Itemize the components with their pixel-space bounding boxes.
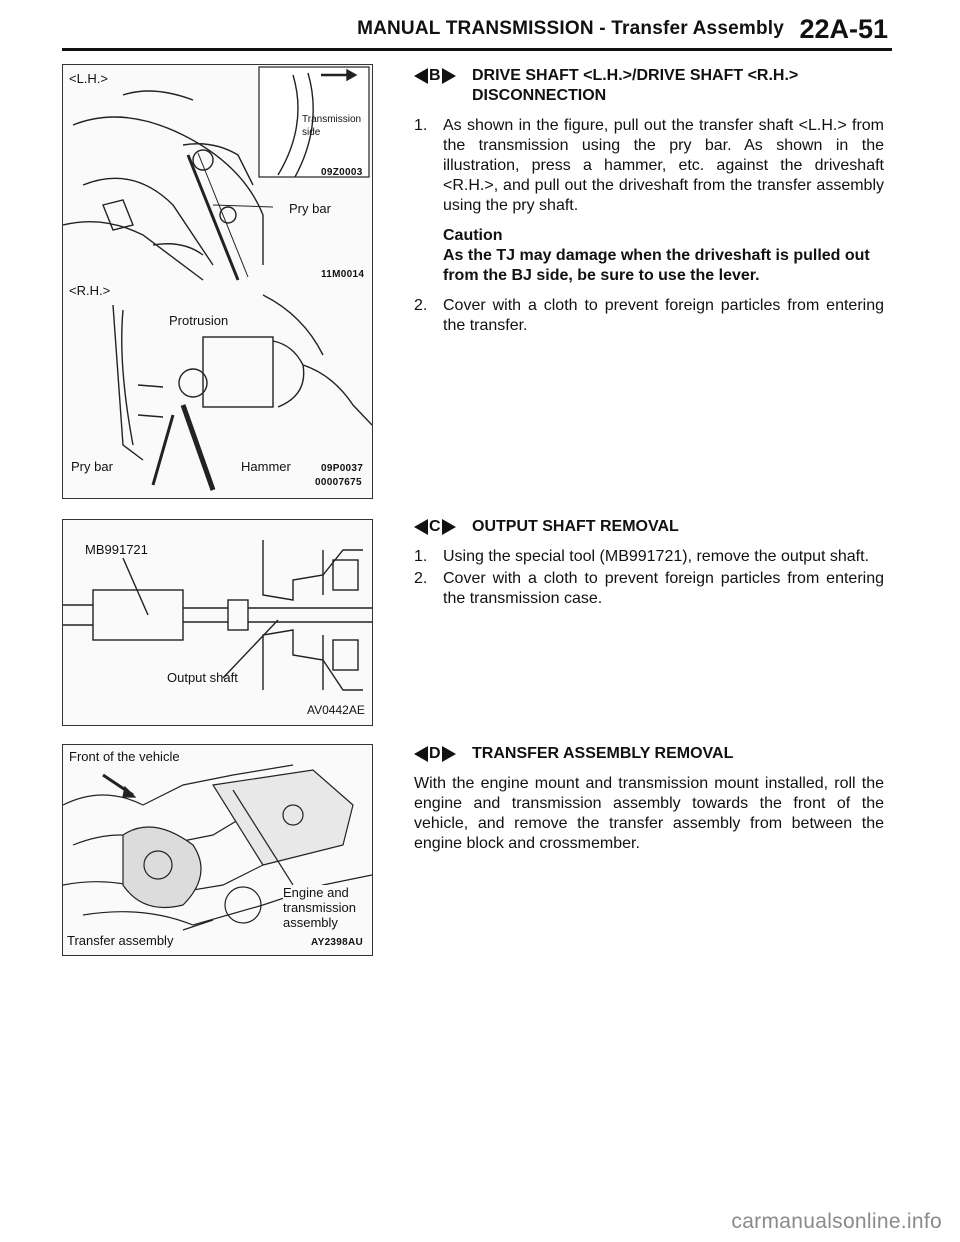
transfer-assembly-illustration	[63, 764, 372, 931]
section-marker-b: B	[414, 67, 468, 85]
step-number: 1.	[414, 548, 428, 565]
triangle-right-icon	[441, 746, 456, 762]
marker-letter-c: C	[429, 518, 441, 535]
section-drive-shaft: B DRIVE SHAFT <L.H.>/DRIVE SHAFT <R.H.> …	[414, 66, 884, 336]
label-hammer: Hammer	[241, 459, 291, 474]
code-inset: 09Z0003	[321, 167, 363, 178]
code-lh: 11M0014	[321, 269, 365, 280]
code-rh-1: 09P0037	[321, 463, 364, 474]
label-output-shaft: Output shaft	[167, 670, 238, 685]
figure-drive-shaft: <L.H.> Transmission side 09Z0003 Pry bar…	[62, 64, 373, 499]
code-rh-2: 00007675	[315, 477, 362, 488]
label-transmission-side: Transmission side	[302, 114, 362, 138]
step-number: 2.	[414, 297, 428, 314]
step-c-1: 1. Using the special tool (MB991721), re…	[414, 547, 884, 567]
caution-text: As the TJ may damage when the driveshaft…	[443, 247, 870, 284]
label-pry-bar-rh: Pry bar	[71, 459, 113, 474]
label-protrusion: Protrusion	[169, 313, 229, 328]
step-text: Cover with a cloth to prevent foreign pa…	[443, 297, 884, 334]
figure-output-shaft: MB991721 Output shaft AV0442AE	[62, 519, 373, 726]
step-text: Cover with a cloth to prevent foreign pa…	[443, 570, 884, 607]
label-special-tool: MB991721	[85, 542, 148, 557]
section-transfer-assembly: D TRANSFER ASSEMBLY REMOVAL With the eng…	[414, 744, 884, 854]
section-d-heading: D TRANSFER ASSEMBLY REMOVAL	[414, 744, 884, 764]
section-d-title: TRANSFER ASSEMBLY REMOVAL	[472, 745, 734, 762]
code-output-shaft: AV0442AE	[307, 703, 365, 717]
triangle-left-icon	[414, 746, 428, 762]
label-rh: <R.H.>	[69, 283, 111, 298]
step-c-2: 2. Cover with a cloth to prevent foreign…	[414, 569, 884, 609]
code-transfer-assembly: AY2398AU	[311, 937, 364, 948]
marker-letter-d: D	[429, 745, 441, 762]
step-text: As shown in the figure, pull out the tra…	[443, 117, 884, 214]
marker-letter-b: B	[429, 67, 441, 84]
label-engine-assembly: Engine and transmission assembly	[283, 885, 356, 930]
label-transfer-assembly: Transfer assembly	[67, 933, 174, 948]
triangle-left-icon	[414, 68, 428, 84]
step-text: Using the special tool (MB991721), remov…	[443, 548, 870, 565]
label-pry-bar-lh: Pry bar	[289, 201, 331, 216]
label-front-of-vehicle: Front of the vehicle	[69, 749, 180, 764]
section-b-heading: B DRIVE SHAFT <L.H.>/DRIVE SHAFT <R.H.> …	[414, 66, 884, 106]
caution-title: Caution	[443, 227, 503, 244]
page-number: 22A-51	[799, 14, 888, 44]
caution-block: Caution As the TJ may damage when the dr…	[414, 226, 884, 286]
section-marker-c: C	[414, 518, 468, 536]
step-number: 1.	[414, 117, 428, 134]
triangle-right-icon	[441, 519, 456, 535]
drive-shaft-illustration	[63, 66, 372, 491]
triangle-left-icon	[414, 519, 428, 535]
page-header: MANUAL TRANSMISSION - Transfer Assembly …	[62, 14, 892, 51]
step-b-1: 1. As shown in the figure, pull out the …	[414, 116, 884, 216]
step-b-2: 2. Cover with a cloth to prevent foreign…	[414, 296, 884, 336]
watermark: carmanualsonline.info	[731, 1210, 942, 1233]
output-shaft-illustration	[63, 540, 372, 691]
section-c-title: OUTPUT SHAFT REMOVAL	[472, 518, 679, 535]
section-c-heading: C OUTPUT SHAFT REMOVAL	[414, 517, 884, 537]
section-d-text: With the engine mount and transmission m…	[414, 775, 884, 852]
section-marker-d: D	[414, 745, 468, 763]
figure-transfer-assembly: Front of the vehicle Engine and transmis…	[62, 744, 373, 956]
step-number: 2.	[414, 570, 428, 587]
page-title: MANUAL TRANSMISSION - Transfer Assembly	[357, 18, 784, 39]
section-b-title: DRIVE SHAFT <L.H.>/DRIVE SHAFT <R.H.> DI…	[472, 67, 799, 104]
section-output-shaft: C OUTPUT SHAFT REMOVAL 1. Using the spec…	[414, 517, 884, 609]
label-lh: <L.H.>	[69, 71, 109, 86]
triangle-right-icon	[441, 68, 456, 84]
